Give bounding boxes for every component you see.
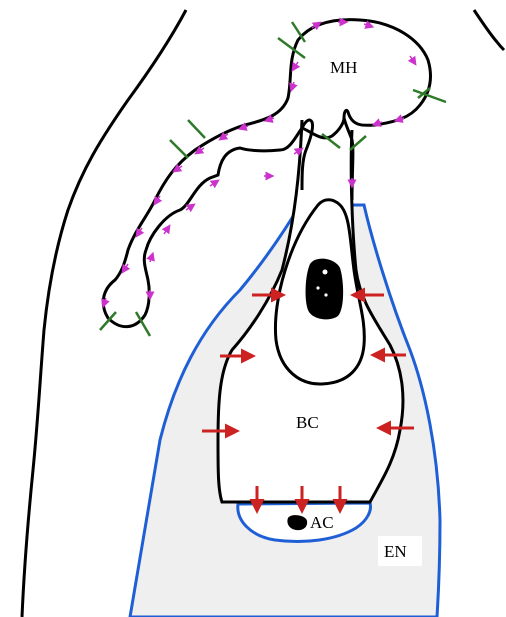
label-ac: AC: [310, 513, 334, 532]
label-bg: [292, 410, 332, 436]
outer-integument-line: [20, 9, 188, 617]
label-bg: [328, 54, 370, 80]
green-arrow: [169, 119, 206, 159]
green-arrow: [349, 135, 367, 151]
nucleus-dot: [316, 286, 320, 290]
green-arrow: [277, 21, 307, 60]
green-arrow: [412, 87, 447, 104]
label-en: EN: [384, 542, 407, 561]
magenta-markers: [101, 17, 417, 309]
nucleus-dot: [322, 269, 328, 275]
green-arrow: [99, 311, 152, 337]
antipodal-cell: [287, 515, 308, 531]
haustorial-neck-right: [342, 117, 355, 201]
right-edge-line: [472, 9, 506, 52]
label-bg: [378, 536, 422, 566]
nucleus-dot: [324, 293, 328, 297]
green-arrow: [321, 133, 341, 149]
label-mh: MH: [330, 58, 357, 77]
nucellus-nucleus: [305, 258, 344, 320]
label-bc: BC: [296, 413, 319, 432]
haustorial-neck-left: [300, 118, 314, 191]
